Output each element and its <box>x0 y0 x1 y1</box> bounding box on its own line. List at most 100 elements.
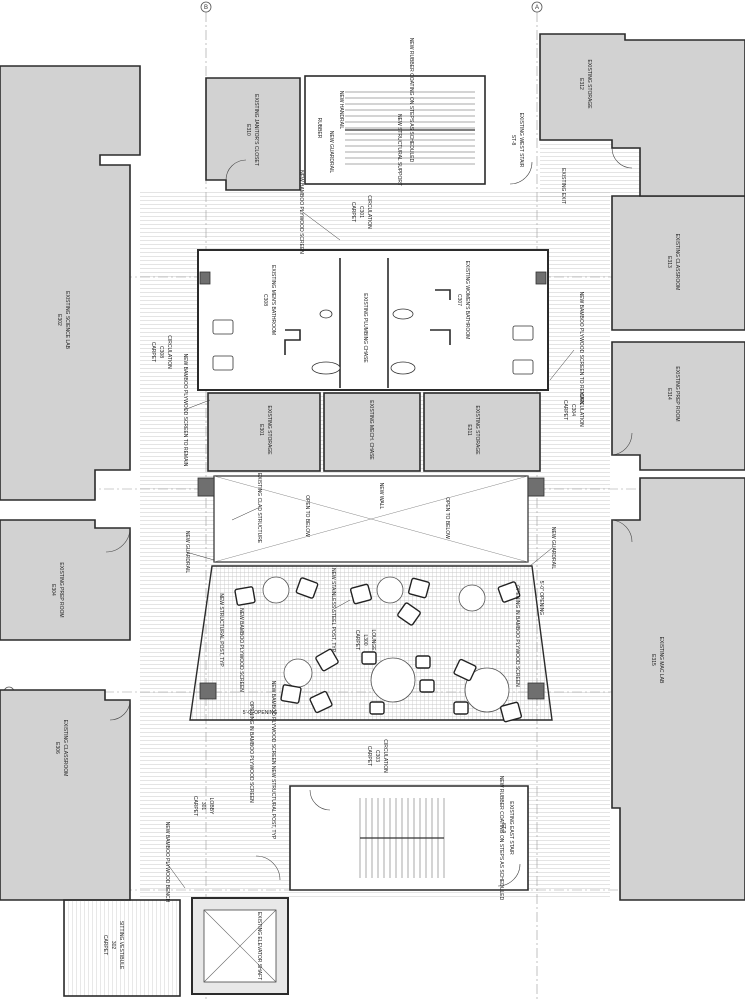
lounge-table <box>458 584 486 612</box>
room-name: LOBBY <box>208 798 214 815</box>
room-number: C307 <box>456 294 462 306</box>
room-name: CIRCULATION <box>382 739 388 773</box>
room-name: CIRCULATION <box>366 195 372 229</box>
note-open-below-1: OPEN TO BELOW <box>304 495 310 537</box>
note-text: NEW HANDRAIL <box>338 91 344 130</box>
room-label-lounge: LOUNGE L300 CARPET <box>354 629 376 651</box>
room-floor: CARPET <box>192 796 198 816</box>
note-existing-clad: EXISTING CLAD STRUCTURE <box>256 473 262 544</box>
room-name: EXISTING SCIENCE LAB <box>64 291 70 349</box>
room-name: EXISTING ELEVATOR SHAFT <box>256 912 262 980</box>
room-floor: CARPET <box>562 400 568 420</box>
east-stair <box>289 785 529 891</box>
note-text: NEW STAINLESS STEEL POST, TYP <box>330 568 336 653</box>
note-new-handrail: NEW HANDRAIL <box>338 91 344 130</box>
east-stair-treads <box>359 798 445 878</box>
lounge-chair <box>415 655 431 669</box>
note-guardrail-east: NEW GUARDRAIL <box>550 527 556 569</box>
room-number: E315 <box>650 654 656 666</box>
note-bamboo-screen-north: NEW BAMBOO PLYWOOD SCREEN <box>298 170 304 254</box>
room-label-prep-e: EXISTING PREP ROOM E314 <box>666 366 680 421</box>
lounge-chair <box>280 684 302 704</box>
note-text: NEW BAMBOO PLYWOOD SCREEN TO REMAIN <box>182 354 188 467</box>
room-name: EXISTING MAC LAB <box>658 637 664 684</box>
room-name: EXISTING WEST STAIR <box>518 113 524 168</box>
room-label-womens: EXISTING WOMEN'S BATHROOM C307 <box>456 261 470 340</box>
room-name: EXISTING WOMEN'S BATHROOM <box>464 261 470 340</box>
note-text: OPEN TO BELOW <box>304 495 310 537</box>
room-label-mac-lab: EXISTING MAC LAB E315 <box>650 637 664 684</box>
room-label-storage-ne: EXISTING STORAGE E312 <box>578 59 592 109</box>
room-label-lobby: LOBBY 301 CARPET <box>192 796 214 816</box>
room-name: EXISTING CLASSROOM <box>674 234 680 291</box>
note-existing-exit: EXISTING EXIT <box>560 168 566 204</box>
room-name: SITTING VESTIBULE <box>118 921 124 970</box>
room-number: ST-9 <box>500 823 506 834</box>
room-name: CIRCULATION <box>578 393 584 427</box>
grid-bubble-b: B <box>200 1 212 13</box>
room-name: EXISTING PREP ROOM <box>58 562 64 617</box>
room-name: CIRCULATION <box>166 335 172 369</box>
room-number: E304 <box>50 584 56 596</box>
note-text: NEW BAMBOO PLYWOOD BENCH <box>164 822 170 903</box>
note-bamboo-screen-east: NEW BAMBOO PLYWOOD SCREEN TO REMAIN <box>578 292 584 405</box>
room-number: E310 <box>245 124 251 136</box>
room-number: E314 <box>666 388 672 400</box>
note-screen-east-2: OPENING IN BAMBOO PLYWOOD SCREEN <box>514 585 520 687</box>
lounge-chair <box>397 602 421 626</box>
lounge-table <box>370 657 416 703</box>
room-label-classroom-w2: EXISTING CLASSROOM E306 <box>54 720 68 777</box>
room-name: EXISTING STORAGE <box>586 59 592 109</box>
elevator-shaft <box>191 897 289 995</box>
note-text: EXISTING EXIT <box>560 168 566 204</box>
room-number: 302 <box>110 941 116 950</box>
note-screen-west-2: NEW BAMBOO PLYWOOD SCREEN <box>238 608 244 692</box>
room-label-mens: EXISTING MEN'S BATHROOM C308 <box>262 265 276 335</box>
note-rubber-stair-west: NEW RUBBER COATING ON STEPS AS SCHEDULED <box>408 38 414 163</box>
lounge-chair <box>315 648 339 672</box>
room-name: EXISTING EAST STAIR <box>508 801 514 855</box>
room-number: E311 <box>466 424 472 436</box>
room-label-storage-c1: EXISTING STORAGE E301 <box>258 405 272 455</box>
janitor-closet <box>205 77 301 191</box>
note-text: NEW GUARDRAIL <box>550 527 556 569</box>
lounge-chair <box>453 658 477 682</box>
lounge-chair <box>295 577 319 599</box>
room-name: EXISTING STORAGE <box>266 405 272 455</box>
room-label-mech-chase: EXISTING MECH. CHASE <box>368 400 374 460</box>
note-structural-support: NEW STRUCTURAL SUPPORT <box>396 114 402 186</box>
note-steel-post: NEW STAINLESS STEEL POST, TYP <box>330 568 336 653</box>
note-text: EXISTING CLAD STRUCTURE <box>256 473 262 544</box>
grid-bubble-b-label: B <box>204 5 208 11</box>
note-bamboo-screen-west: NEW BAMBOO PLYWOOD SCREEN TO REMAIN <box>182 354 188 467</box>
room-name: EXISTING PREP ROOM <box>674 366 680 421</box>
room-number: E302 <box>56 314 62 326</box>
room-number: ST-8 <box>510 135 516 146</box>
lounge-table <box>464 667 510 713</box>
room-label-west-stair: EXISTING WEST STAIR ST-8 <box>510 113 524 168</box>
room-label-janitor: EXISTING JANITOR'S CLOSET E310 <box>245 94 259 166</box>
west-stair <box>304 75 486 185</box>
lounge-chair <box>369 701 385 715</box>
room-floor: CARPET <box>366 746 372 766</box>
lounge-chair <box>497 581 521 603</box>
room-label-elevator: EXISTING ELEVATOR SHAFT <box>256 912 262 980</box>
room-label-storage-c2: EXISTING STORAGE E311 <box>466 405 480 455</box>
note-text: RUBBER <box>316 118 322 139</box>
note-text: NEW STRUCTURAL SUPPORT <box>396 114 402 186</box>
room-label-circ-south: CIRCULATION C303 CARPET <box>366 739 388 773</box>
note-text: NEW BAMBOO PLYWOOD SCREEN <box>238 608 244 692</box>
room-label-prep-w: EXISTING PREP ROOM E304 <box>50 562 64 617</box>
note-text: 5'-0" OPENING <box>538 581 544 616</box>
note-opening-south: 5'-0" OPENING <box>243 710 278 716</box>
note-text: OPEN TO BELOW <box>444 497 450 539</box>
room-number: 301 <box>200 802 206 811</box>
womens-fixtures <box>390 289 534 375</box>
note-structural-post-west: NEW STRUCTURAL POST, TYP <box>218 593 224 667</box>
open-to-below <box>197 475 545 563</box>
room-number: E312 <box>578 78 584 90</box>
room-number: C303 <box>374 750 380 762</box>
room-label-plumbing: EXISTING PLUMBING CHASE <box>362 293 368 363</box>
note-text: NEW GUARDRAIL <box>328 131 334 173</box>
